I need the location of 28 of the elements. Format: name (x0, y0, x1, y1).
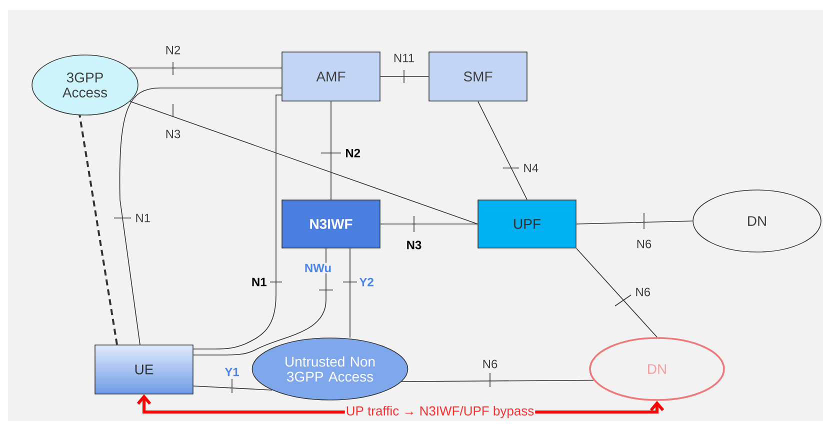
interface-line (380, 70, 429, 84)
device-box: UE (94, 344, 194, 394)
interface-line (320, 101, 342, 200)
interface-line (193, 94, 282, 350)
function-box: N3IWF (282, 200, 380, 248)
edge-label: N2 (344, 148, 362, 158)
interface-line (478, 101, 528, 200)
interface-line (193, 378, 272, 394)
interface-line (128, 62, 282, 76)
function-box: AMF (282, 52, 380, 102)
edge-label: N4 (522, 162, 540, 174)
edge-label: UP traffic → N3IWF/UPF bypass (344, 404, 536, 420)
interface-line (401, 372, 594, 388)
edge-label: N6 (634, 286, 652, 298)
edge-label: N1 (134, 212, 152, 224)
function-box: UPF (478, 200, 576, 248)
edge-label: N3 (405, 240, 423, 250)
function-box: SMF (428, 52, 528, 102)
interface-line (576, 212, 693, 230)
interface-line (380, 216, 478, 232)
edge-label: Y2 (358, 276, 375, 288)
connector-line (78, 115, 118, 345)
interface-line (576, 248, 658, 338)
interface-line (193, 248, 334, 356)
interface-line (130, 100, 478, 224)
edge-label: Y1 (224, 366, 240, 378)
interface-line (114, 88, 282, 345)
interface-line (342, 248, 358, 338)
